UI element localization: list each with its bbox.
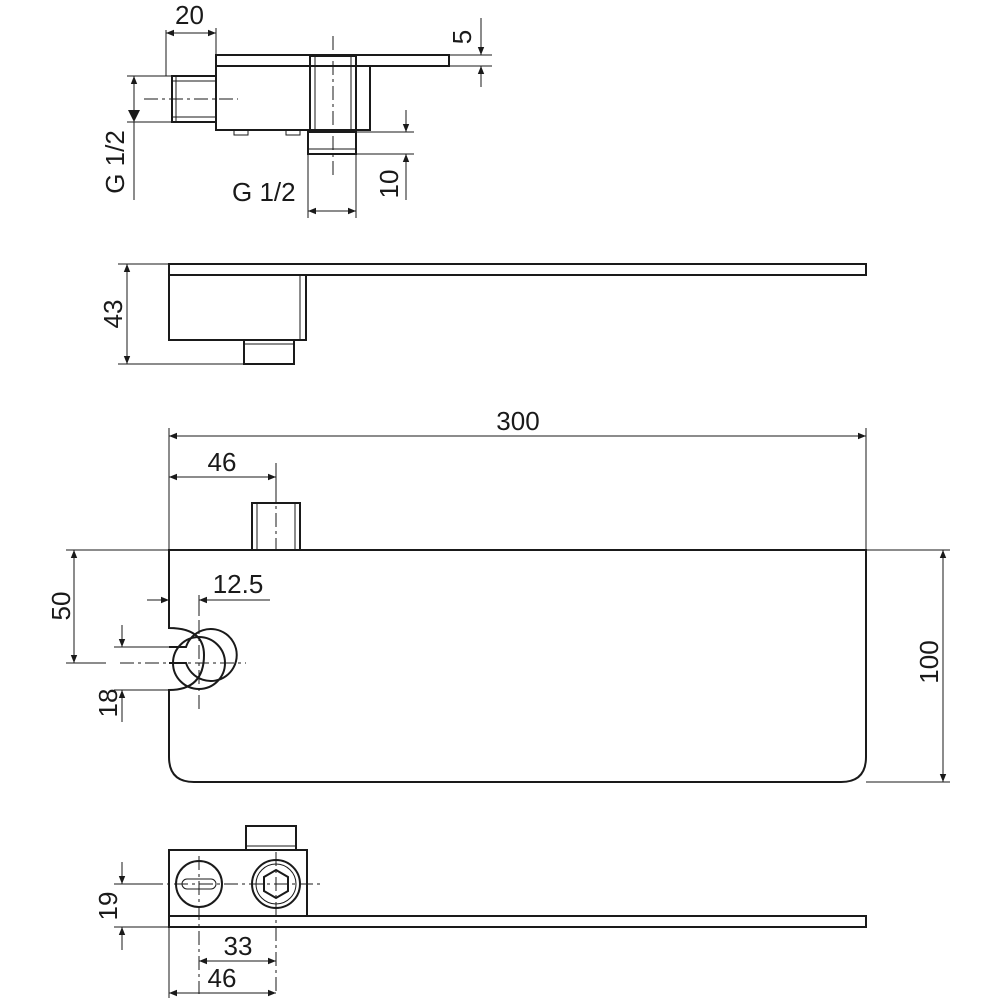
dim-slot-width: 18 xyxy=(93,689,123,718)
dim-bottom-hole-spacing: 33 xyxy=(224,931,253,961)
dim-hole-height: 50 xyxy=(46,592,76,621)
dim-plate-thickness: 5 xyxy=(447,30,477,44)
side-view-plate xyxy=(168,263,867,276)
bottom-thread-stub xyxy=(307,131,357,155)
dim-bottom-thread: G 1/2 xyxy=(232,177,296,207)
dim-pin-offset: 46 xyxy=(208,447,237,477)
dim-hole-offset: 12.5 xyxy=(213,569,264,599)
dim-bottom-stub: 10 xyxy=(374,170,404,199)
top-view-foot xyxy=(233,129,249,136)
front-view-plate xyxy=(168,549,867,783)
bottom-view-body xyxy=(168,849,308,917)
front-view-slot xyxy=(169,628,238,682)
bottom-view-pin xyxy=(245,825,297,851)
dim-bottom-offset: 46 xyxy=(208,963,237,993)
dim-top-width: 20 xyxy=(175,0,204,30)
top-view-body xyxy=(215,65,371,131)
side-view: 43 xyxy=(98,263,867,365)
dim-left-thread: G 1/2 xyxy=(100,130,130,194)
bottom-view-plate xyxy=(168,915,867,928)
top-detail-view: 20 5 G 1/2 G 1/2 10 xyxy=(100,0,492,218)
dim-plate-height: 100 xyxy=(914,640,944,683)
top-view-foot xyxy=(285,129,301,136)
dim-bottom-height: 19 xyxy=(93,892,123,921)
side-view-body xyxy=(168,274,307,341)
dim-total-length: 300 xyxy=(496,406,539,436)
side-view-stub xyxy=(243,339,295,365)
front-view: 300 46 12.5 50 18 100 xyxy=(46,406,950,783)
dim-side-height: 43 xyxy=(98,300,128,329)
bottom-view: 19 33 46 xyxy=(93,825,867,998)
